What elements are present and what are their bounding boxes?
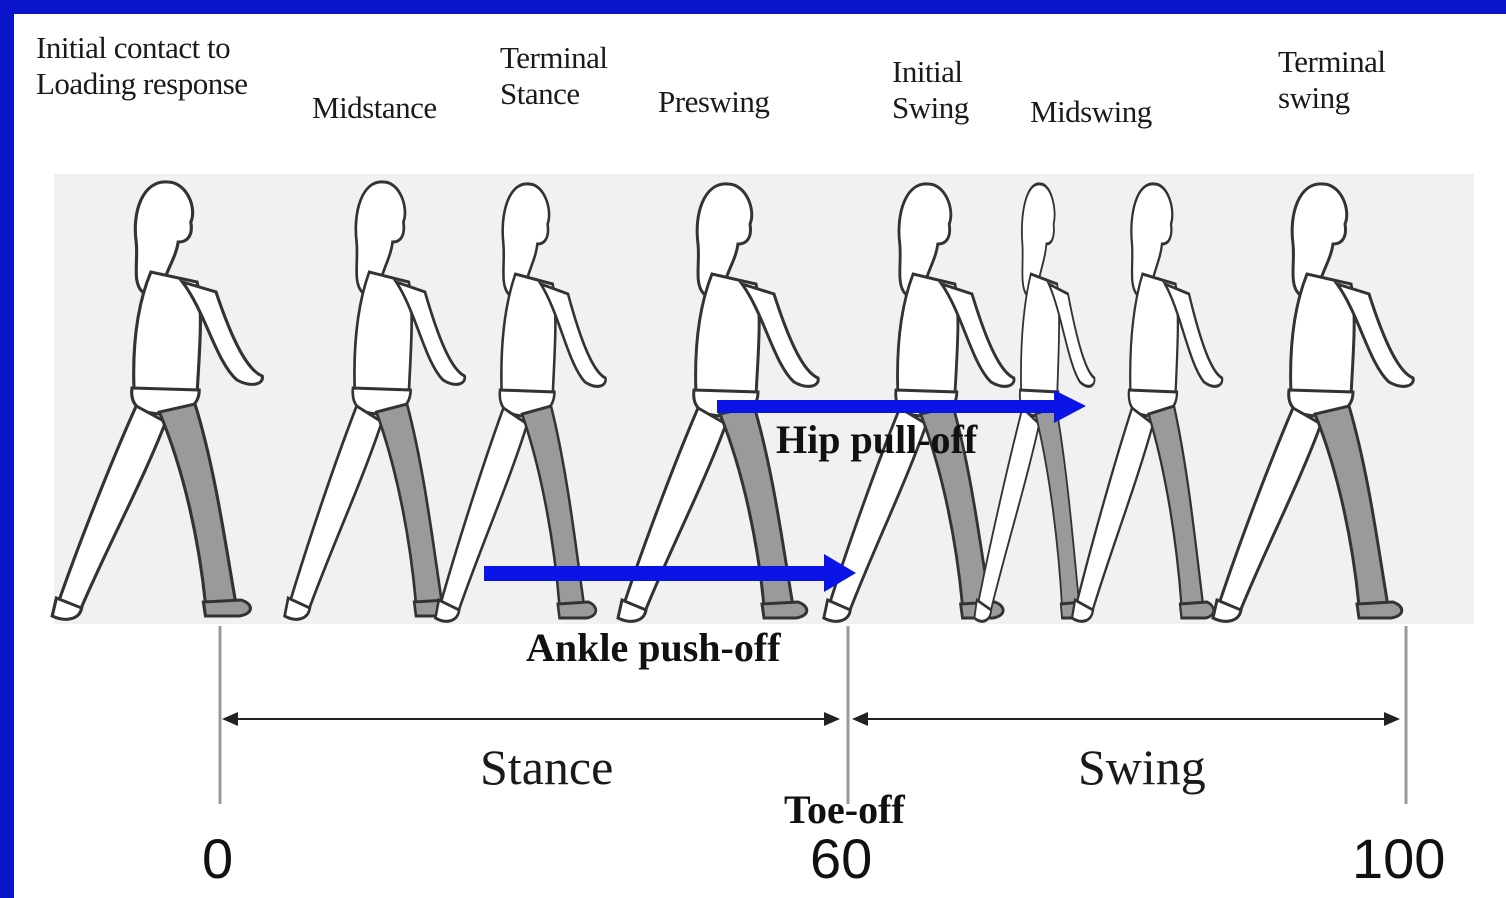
- hip-pull-off-label: Hip pull-off: [776, 416, 977, 463]
- walking-figure: [285, 182, 465, 619]
- swing-span-arrow: [852, 712, 1400, 726]
- walking-figure: [435, 184, 605, 621]
- slide: Initial contact to Loading response Mids…: [14, 14, 1506, 898]
- tick-label-0: 0: [202, 826, 233, 891]
- stance-span-arrow: [222, 712, 840, 726]
- ankle-push-off-arrow: [484, 554, 856, 592]
- gait-diagram-graphics: [14, 14, 1506, 898]
- walking-figure: [1213, 184, 1413, 621]
- ankle-push-off-label: Ankle push-off: [526, 624, 781, 671]
- stance-label: Stance: [480, 738, 613, 796]
- tick-label-100: 100: [1352, 826, 1445, 891]
- walking-figure: [1072, 184, 1222, 621]
- walking-figure: [52, 182, 262, 619]
- tick-label-60: 60: [810, 826, 872, 891]
- swing-label: Swing: [1078, 738, 1206, 796]
